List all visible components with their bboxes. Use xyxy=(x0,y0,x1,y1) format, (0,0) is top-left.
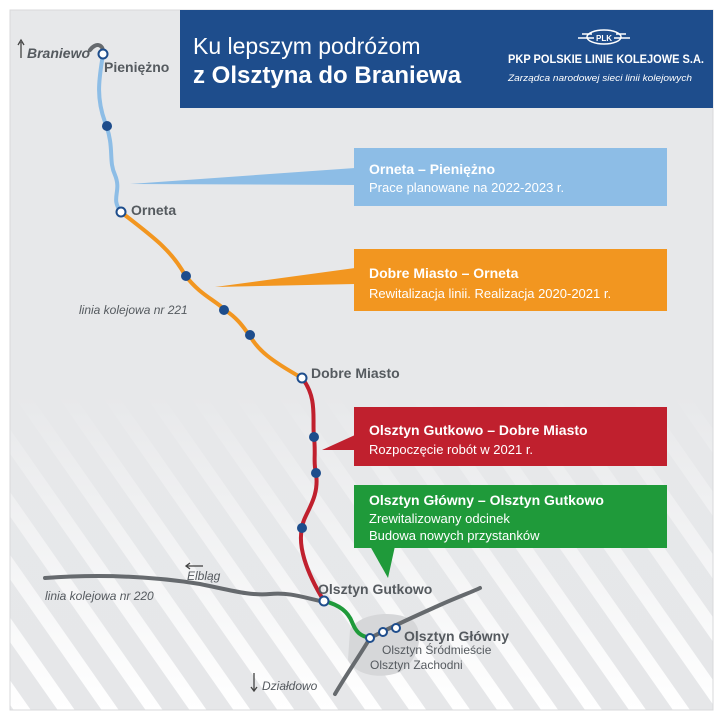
label-elblag: Elbląg xyxy=(187,569,221,583)
station-marker-orneta xyxy=(115,206,127,218)
callout-text: Rewitalizacja linii. Realizacja 2020-202… xyxy=(369,286,611,301)
logo-text: PLK xyxy=(596,34,612,43)
header-title-line1: Ku lepszym podróżom xyxy=(193,33,421,59)
callout-title: Dobre Miasto – Orneta xyxy=(369,265,519,281)
arrow-down-icon xyxy=(250,673,258,693)
label-glowny: Olsztyn Główny xyxy=(404,628,509,644)
header-title-line2: z Olsztyna do Braniewa xyxy=(193,62,462,89)
segment-orneta-pienezno xyxy=(97,52,123,214)
company-subtitle: Zarządca narodowej sieci linii kolejowyc… xyxy=(507,73,692,83)
stop-dot xyxy=(102,121,112,131)
stop-dot xyxy=(309,432,319,442)
callout-text-line2: Budowa nowych przystanków xyxy=(369,528,540,543)
station-marker-srodmiescie xyxy=(378,627,388,637)
arrow-up-icon xyxy=(17,38,25,58)
label-dzialdowo: Działdowo xyxy=(262,679,318,693)
callout-text: Prace planowane na 2022-2023 r. xyxy=(369,180,564,195)
label-orneta: Orneta xyxy=(131,202,176,218)
callout-title: Olsztyn Główny – Olsztyn Gutkowo xyxy=(369,492,604,508)
header-background xyxy=(180,10,713,108)
stop-dot xyxy=(245,330,255,340)
map-background-fade xyxy=(10,10,713,710)
arrow-left-icon xyxy=(184,562,203,570)
label-dobre-miasto: Dobre Miasto xyxy=(311,365,400,381)
callout-glowny-gutkowo: Olsztyn Główny – Olsztyn Gutkowo Zrewita… xyxy=(354,485,667,578)
callout-gutkowo-dobre-miasto: Olsztyn Gutkowo – Dobre Miasto Rozpoczęc… xyxy=(322,407,667,466)
header-banner: Ku lepszym podróżom z Olsztyna do Branie… xyxy=(180,10,713,108)
label-pienezno: Pieniężno xyxy=(104,59,169,75)
callout-text-line1: Zrewitalizowany odcinek xyxy=(369,511,510,526)
line-220-track xyxy=(43,574,327,604)
station-marker-pienezno xyxy=(97,48,109,60)
label-braniewo: Braniewo xyxy=(27,45,90,61)
plk-logo-icon: PLK xyxy=(578,29,630,45)
line-dzialdowo-track xyxy=(333,636,372,696)
segment-glowny-gutkowo xyxy=(322,599,372,640)
station-marker-glowny xyxy=(391,623,401,633)
stop-dot xyxy=(297,523,307,533)
label-zachodni: Olsztyn Zachodni xyxy=(370,658,463,672)
stop-dot xyxy=(311,468,321,478)
station-marker-dobre-miasto xyxy=(296,372,308,384)
olsztyn-city-area xyxy=(348,614,420,676)
callout-dobre-miasto-orneta: Dobre Miasto – Orneta Rewitalizacja lini… xyxy=(215,249,667,311)
callout-title: Olsztyn Gutkowo – Dobre Miasto xyxy=(369,422,588,438)
stop-dot xyxy=(181,271,191,281)
label-srodmiescie: Olsztyn Śródmieście xyxy=(382,642,492,657)
label-line-221: linia kolejowa nr 221 xyxy=(79,303,188,317)
line-east-track xyxy=(368,586,482,640)
callout-title: Orneta – Pieniężno xyxy=(369,161,495,177)
station-marker-zachodni xyxy=(365,633,375,643)
callout-orneta-pienezno: Orneta – Pieniężno Prace planowane na 20… xyxy=(130,148,667,206)
label-gutkowo: Olsztyn Gutkowo xyxy=(318,581,432,597)
station-marker-gutkowo xyxy=(318,595,330,607)
company-name: PKP POLSKIE LINIE KOLEJOWE S.A. xyxy=(508,54,704,66)
label-line-220: linia kolejowa nr 220 xyxy=(45,589,154,603)
callout-text: Rozpoczęcie robót w 2021 r. xyxy=(369,442,533,457)
stop-dot xyxy=(219,305,229,315)
